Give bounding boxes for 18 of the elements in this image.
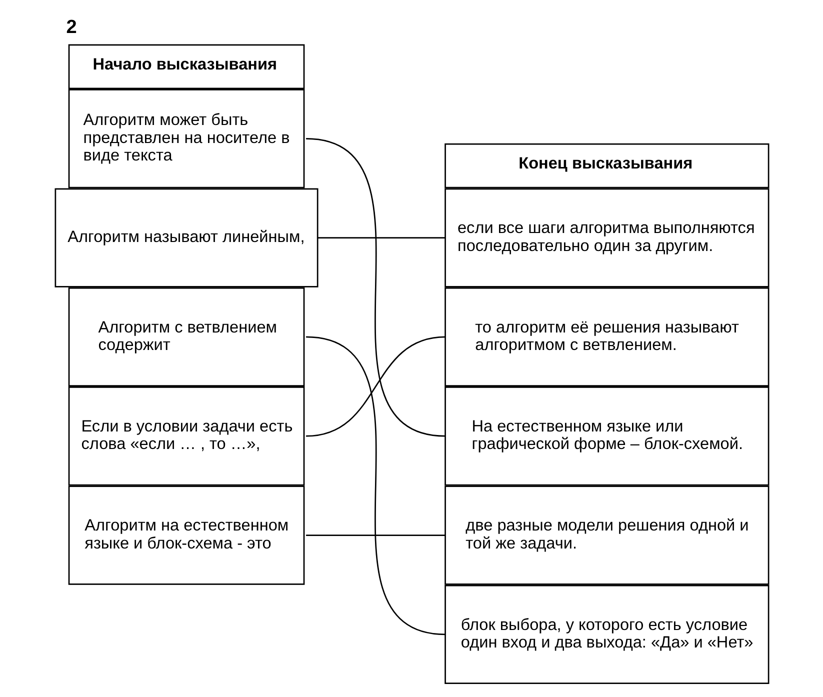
node-box: Начало высказывания (68, 44, 304, 90)
diagram-title: 2 (66, 16, 76, 38)
node-box: Если в условии задачи есть слова «если … , то …», (68, 386, 304, 486)
node-box: Алгоритм называют линейным, (54, 188, 318, 288)
node-box: блок выбора, у которого есть условие один вход и два выхода: «Да» и «Нет» (444, 584, 769, 684)
node-box: Конец высказывания (444, 143, 769, 188)
node-box: две разные модели решения одной и той же задачи. (444, 486, 769, 585)
node-box: На естественном языке или графической форме – блок-схемой. (444, 386, 769, 486)
connector (317, 237, 445, 238)
node-box: Алгоритм может быть представлен на носителе в виде текста (68, 89, 304, 188)
node-box: если все шаги алгоритма выполняются последовательно один за другим. (444, 188, 769, 288)
connector (305, 138, 445, 437)
connector (305, 336, 445, 636)
node-box: Алгоритм на естественном языке и блок-схема - это (68, 486, 304, 585)
node-box: Алгоритм с ветвлением содержит (68, 287, 304, 387)
node-box: то алгоритм её решения называют алгоритмом с ветвлением. (444, 287, 769, 387)
connector (306, 534, 445, 536)
connector (305, 336, 445, 437)
